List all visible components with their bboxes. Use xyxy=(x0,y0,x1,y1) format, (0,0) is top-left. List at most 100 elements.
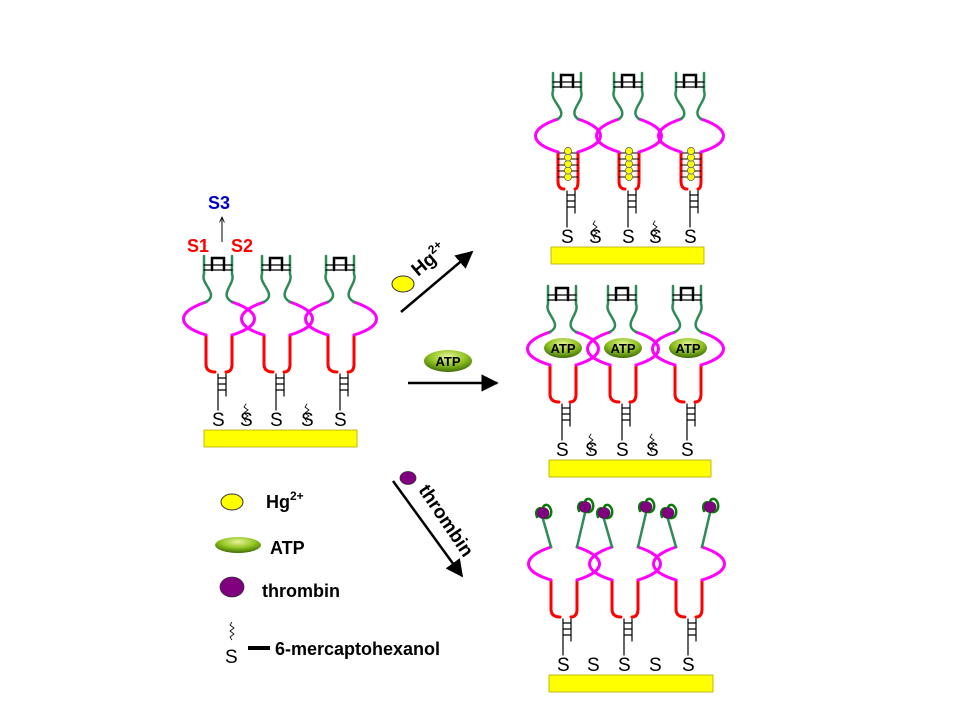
s1-segment xyxy=(326,333,339,374)
hg-ion xyxy=(625,173,633,181)
gold-electrode xyxy=(550,246,705,265)
magenta-right-arm xyxy=(700,545,726,582)
s3-rungs xyxy=(552,81,582,88)
s2-segment xyxy=(573,150,580,191)
s1-segment xyxy=(262,333,275,374)
mch-chain xyxy=(588,433,594,453)
green-right-arm xyxy=(634,71,644,121)
magenta-right-arm xyxy=(575,545,601,582)
aptamer-arm xyxy=(636,511,648,549)
aptamer-arm xyxy=(541,517,553,549)
s3-strand xyxy=(559,73,575,89)
atp-reaction-arrow: ATP xyxy=(408,350,499,392)
mch-chain xyxy=(592,220,598,240)
hairpin-probe: S xyxy=(527,497,601,676)
magenta-right-arm xyxy=(230,300,256,337)
mercaptohexanol: S xyxy=(240,403,253,431)
s2-segment xyxy=(568,363,578,404)
s3-rungs xyxy=(325,264,355,271)
hg-ion xyxy=(564,153,572,162)
hairpin-probe: S xyxy=(657,71,725,248)
aptamer-arm xyxy=(700,511,712,549)
s3-strand xyxy=(268,256,284,272)
aptamer-arm xyxy=(666,517,678,549)
atp-icon xyxy=(424,350,472,372)
green-right-arm xyxy=(694,284,703,334)
thiol-s-label: S xyxy=(301,410,314,431)
thiol-s-label: S xyxy=(649,655,662,676)
s2-segment xyxy=(693,363,703,404)
s2-segment xyxy=(346,333,356,374)
legend-mch-chain-icon xyxy=(229,621,235,641)
mch-chain xyxy=(649,433,655,453)
bound-atp-label: ATP xyxy=(675,341,700,356)
green-left-arm xyxy=(606,284,617,334)
hg-ion xyxy=(625,147,633,155)
s1-segment xyxy=(610,578,623,619)
s2-segment xyxy=(696,150,703,191)
thiol-s-label: S xyxy=(557,655,570,676)
magenta-left-arm xyxy=(588,545,614,582)
mercaptohexanol: S xyxy=(587,655,600,676)
bound-atp xyxy=(669,338,707,358)
thiol-s-label: S xyxy=(682,655,695,676)
s3-rungs xyxy=(675,81,705,88)
magenta-right-arm xyxy=(574,330,600,367)
s1-segment xyxy=(204,333,217,374)
hairpin-probe: S xyxy=(182,254,256,431)
thiol-s-label: S xyxy=(270,410,283,431)
s3-rungs xyxy=(203,264,233,271)
thrombin-icon xyxy=(399,471,417,485)
s3-strand xyxy=(682,73,698,89)
thiol-s-label: S xyxy=(681,440,694,461)
magenta-left-arm xyxy=(595,117,621,154)
s1-label: S1 xyxy=(187,236,209,256)
magenta-right-arm xyxy=(576,117,602,154)
legend-mch-label: 6-mercaptohexanol xyxy=(275,639,440,659)
thrombin-molecule xyxy=(703,501,717,513)
s1-segment xyxy=(673,363,686,404)
green-left-arm xyxy=(671,284,682,334)
aptamer-arm xyxy=(602,517,614,549)
mercaptohexanol: S xyxy=(589,220,602,248)
s1-segment xyxy=(556,150,566,191)
green-right-arm xyxy=(569,284,578,334)
magenta-left-arm xyxy=(182,300,208,337)
thiol-s-label: S xyxy=(212,410,225,431)
thiol-s-label: S xyxy=(556,440,569,461)
magenta-right-arm xyxy=(637,117,663,154)
hg-reaction-arrow: Hg2+ xyxy=(391,237,474,313)
s3-rungs xyxy=(613,81,643,88)
s1-segment xyxy=(549,578,562,619)
green-left-arm xyxy=(674,71,686,121)
magenta-right-arm xyxy=(636,545,662,582)
legend-atp-label: ATP xyxy=(270,538,305,558)
thiol-s-label: S xyxy=(561,227,574,248)
mercaptohexanol: S xyxy=(301,403,314,431)
s2-segment xyxy=(569,578,579,619)
hg-ion xyxy=(564,166,572,175)
thrombin-reaction-arrow: thrombin xyxy=(391,471,477,578)
s2-segment xyxy=(628,363,638,404)
hairpin-probe: S xyxy=(652,497,726,676)
magenta-right-arm xyxy=(699,117,725,154)
mercaptohexanol: S xyxy=(649,655,662,676)
s2-label: S2 xyxy=(231,236,253,256)
legend: Hg2+ ATP thrombin S 6-mercaptohexanol xyxy=(215,489,440,668)
hairpin-probe: S xyxy=(534,71,602,248)
bound-atp-label: ATP xyxy=(610,341,635,356)
legend-hg-text: Hg xyxy=(266,492,290,512)
magenta-left-arm xyxy=(534,117,560,154)
green-right-arm xyxy=(696,71,706,121)
green-right-arm xyxy=(347,254,356,304)
hairpin-probe: S xyxy=(304,254,378,431)
hairpin-probe: S xyxy=(588,497,662,676)
thiol-s-label: S xyxy=(618,655,631,676)
strand-labels: S3 S1 S2 xyxy=(187,193,253,256)
thiol-s-label: S xyxy=(649,227,662,248)
magenta-left-arm xyxy=(527,545,553,582)
